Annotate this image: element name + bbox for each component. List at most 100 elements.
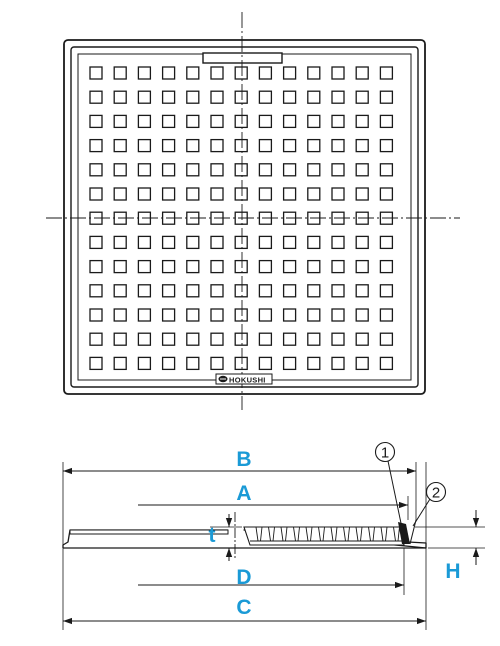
grating-opening (379, 284, 394, 298)
grating-opening (210, 114, 224, 129)
grating-opening (161, 163, 176, 177)
grating-opening (186, 138, 200, 153)
grating-opening (234, 138, 248, 153)
grating-opening (355, 163, 369, 177)
grating-opening (307, 163, 321, 177)
grating-opening (89, 187, 103, 201)
grating-opening (186, 308, 200, 322)
grating-opening (331, 66, 345, 80)
grating-opening (331, 163, 345, 177)
svg-text:2: 2 (432, 485, 440, 502)
grating-opening (379, 66, 394, 80)
grating-opening (89, 284, 103, 298)
grating-rib (255, 526, 263, 542)
grating-opening (89, 114, 103, 129)
grating-opening (137, 90, 152, 104)
cover-plate (70, 46, 419, 388)
grating-opening (282, 187, 297, 201)
grating-opening (331, 138, 345, 153)
grating-opening (234, 163, 248, 177)
grating-rib (318, 526, 325, 542)
grating-opening (210, 163, 224, 177)
grating-opening (89, 90, 103, 104)
grating-opening (282, 356, 297, 371)
grating-opening (186, 235, 200, 250)
grating-opening (355, 308, 369, 322)
grating-opening (331, 90, 345, 104)
grating-opening (210, 332, 224, 346)
grating-opening (113, 356, 127, 371)
grating-opening (89, 308, 103, 322)
grating-opening (258, 332, 273, 346)
grating-opening (258, 114, 273, 129)
cover-section-right (243, 526, 405, 546)
grating-opening (282, 66, 297, 80)
grating-opening (186, 259, 200, 274)
grating-opening (331, 187, 345, 201)
grating-opening (234, 259, 248, 274)
grating-opening (89, 138, 103, 153)
grating-opening (234, 235, 248, 250)
grating-opening (379, 163, 394, 177)
grating-opening (307, 284, 321, 298)
grating-opening (307, 187, 321, 201)
dimension-label-c: C (236, 596, 251, 619)
grating-opening (161, 284, 176, 298)
grating-opening (331, 308, 345, 322)
grating-opening (379, 138, 394, 153)
grating-opening (210, 66, 224, 80)
grating-opening (89, 259, 103, 274)
grating-opening (210, 235, 224, 250)
grating-opening (137, 163, 152, 177)
grating-opening (258, 235, 273, 250)
grating-rib (280, 526, 288, 542)
grating-opening (331, 356, 345, 371)
lift-slot (202, 52, 283, 64)
grating-opening (331, 114, 345, 129)
grating-rib (355, 526, 363, 542)
grating-opening (258, 356, 273, 371)
grating-opening (89, 235, 103, 250)
grating-opening (113, 114, 127, 129)
grating-opening (210, 284, 224, 298)
grating-opening (282, 259, 297, 274)
dimension-label-t: t (209, 524, 216, 547)
grating-opening (161, 332, 176, 346)
grating-opening (282, 284, 297, 298)
cover-section-left (69, 529, 229, 535)
grating-opening (210, 138, 224, 153)
grating-opening (307, 259, 321, 274)
grating-opening (379, 114, 394, 129)
grating-opening (234, 114, 248, 129)
grating-opening (137, 308, 152, 322)
dimension-label-d: D (236, 566, 251, 589)
grating-opening (379, 356, 394, 371)
grating-opening (234, 187, 248, 201)
grating-opening (210, 90, 224, 104)
grating-opening (161, 308, 176, 322)
grating-opening (161, 187, 176, 201)
grating-opening (355, 90, 369, 104)
grating-opening (282, 332, 297, 346)
grating-opening (355, 235, 369, 250)
grating-opening (331, 259, 345, 274)
grating-opening (89, 163, 103, 177)
logo-text: HOKUSHI (229, 375, 266, 384)
grating-opening (258, 66, 273, 80)
hokushi-logo: HOKUSHI (215, 373, 273, 385)
grating-opening (282, 163, 297, 177)
grating-opening (282, 114, 297, 129)
grating-rib (368, 526, 375, 542)
grating-opening (113, 284, 127, 298)
grating-opening (113, 138, 127, 153)
grating-opening (379, 259, 394, 274)
grating-opening (137, 259, 152, 274)
grating-opening (186, 356, 200, 371)
grating-opening (234, 66, 248, 80)
grating-opening (355, 284, 369, 298)
grating-opening (113, 332, 127, 346)
grating-opening (355, 138, 369, 153)
grating-opening (258, 163, 273, 177)
grating-opening (113, 308, 127, 322)
